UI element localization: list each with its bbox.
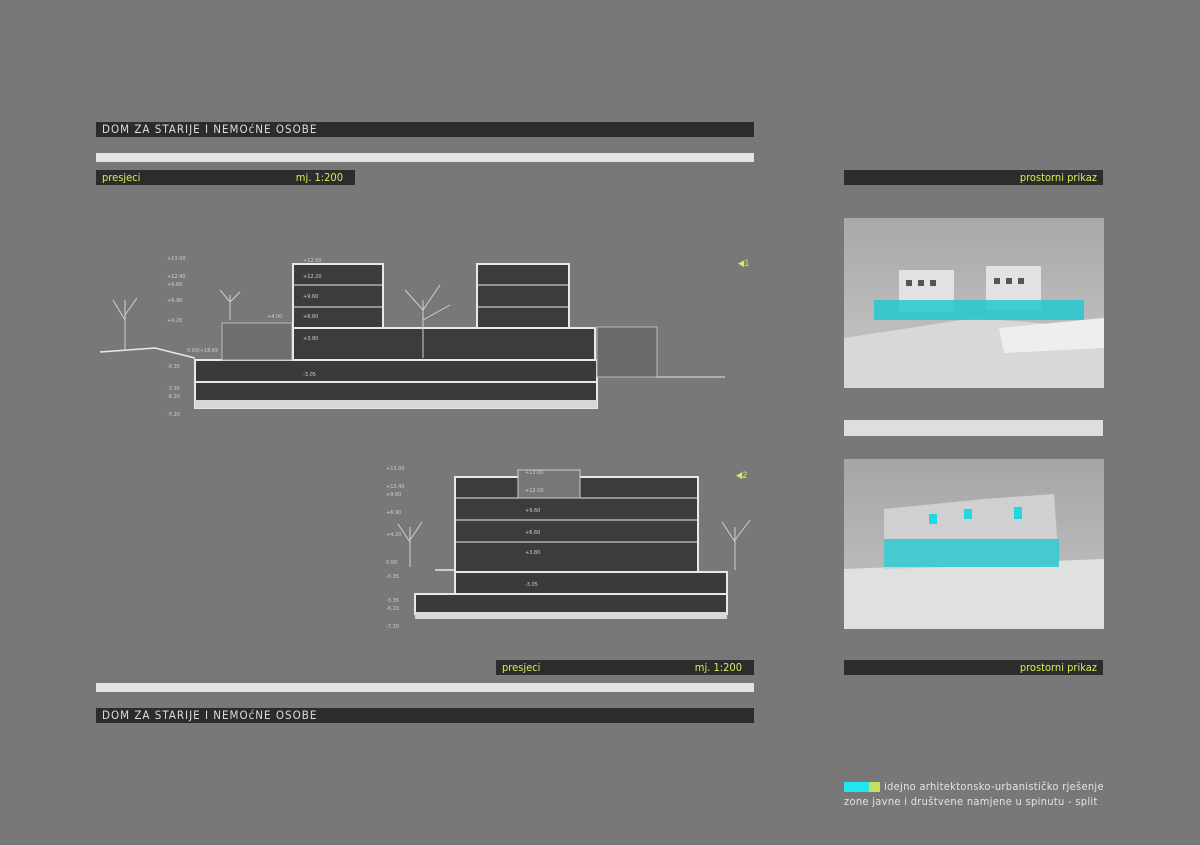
level-label: +12.20	[303, 274, 322, 280]
level-label: -0.35	[167, 364, 180, 370]
level-label: -3.05	[525, 582, 538, 588]
section-drawing-2: +13.00 +12.40 +9.60 +6.90 +4.20 0.00 -0.…	[386, 466, 751, 630]
level-label: -6.20	[167, 394, 180, 400]
renders-label-bottom: prostorni prikaz	[844, 660, 1103, 675]
level-label: 0.00/+18.65	[187, 348, 218, 354]
header-title: DOM ZA STARIJE I NEMOćNE OSOBE	[96, 122, 754, 137]
marker-arrow-icon: ◀	[736, 471, 743, 481]
sections-label-text: presjeci	[502, 661, 541, 674]
footer-title: DOM ZA STARIJE I NEMOćNE OSOBE	[96, 708, 754, 723]
level-label: +9.60	[386, 492, 401, 498]
level-label: -3.05	[303, 372, 316, 378]
level-label: +4.20	[386, 532, 401, 538]
level-label: +13.00	[167, 256, 186, 262]
credits-line-2: zone javne i društvene namjene u spinutu…	[844, 795, 1098, 808]
level-label: +6.90	[167, 298, 182, 304]
level-label: +12.50	[303, 258, 322, 264]
level-label: +9.60	[167, 282, 182, 288]
level-label: -7.20	[386, 624, 399, 630]
level-label: +12.50	[525, 488, 544, 494]
level-label: +6.90	[386, 510, 401, 516]
divider	[96, 683, 754, 692]
level-label: -7.20	[167, 412, 180, 418]
section-marker-2: ◀2	[736, 471, 748, 481]
level-label: +12.40	[167, 274, 186, 280]
level-label: +6.60	[303, 314, 318, 320]
sections-label: presjeci mj. 1:200	[96, 170, 355, 185]
section-marker-1: ◀1	[738, 259, 750, 269]
color-legend-swatch	[844, 782, 880, 792]
level-label: +3.80	[303, 336, 318, 342]
render-image-2	[844, 459, 1104, 629]
level-label: +4.20	[167, 318, 182, 324]
level-label: -3.35	[167, 386, 180, 392]
level-label: +4.00	[267, 314, 282, 320]
render-image-1	[844, 218, 1104, 388]
level-label: +3.80	[525, 550, 540, 556]
level-label: +6.60	[525, 530, 540, 536]
marker-arrow-icon: ◀	[738, 259, 745, 269]
sections-label-bottom: presjeci mj. 1:200	[496, 660, 754, 675]
divider	[844, 420, 1103, 436]
level-label: -6.20	[386, 606, 399, 612]
sections-label-text: presjeci	[102, 171, 141, 184]
divider	[96, 153, 754, 162]
level-label: +13.00	[525, 470, 544, 476]
level-label: -3.35	[386, 598, 399, 604]
level-label: +13.00	[386, 466, 405, 472]
level-label: +12.40	[386, 484, 405, 490]
section-drawing-1: +13.00 +12.40 +9.60 +6.90 +4.20 0.00/+18…	[99, 256, 725, 418]
renders-label: prostorni prikaz	[844, 170, 1103, 185]
scale-label: mj. 1:200	[694, 661, 742, 674]
scale-label: mj. 1:200	[295, 171, 343, 184]
level-label: -0.35	[386, 574, 399, 580]
credits-line-1: idejno arhitektonsko-urbanističko rješen…	[884, 780, 1104, 793]
level-label: +9.60	[303, 294, 318, 300]
level-label: 0.00	[386, 560, 397, 566]
level-label: +9.60	[525, 508, 540, 514]
